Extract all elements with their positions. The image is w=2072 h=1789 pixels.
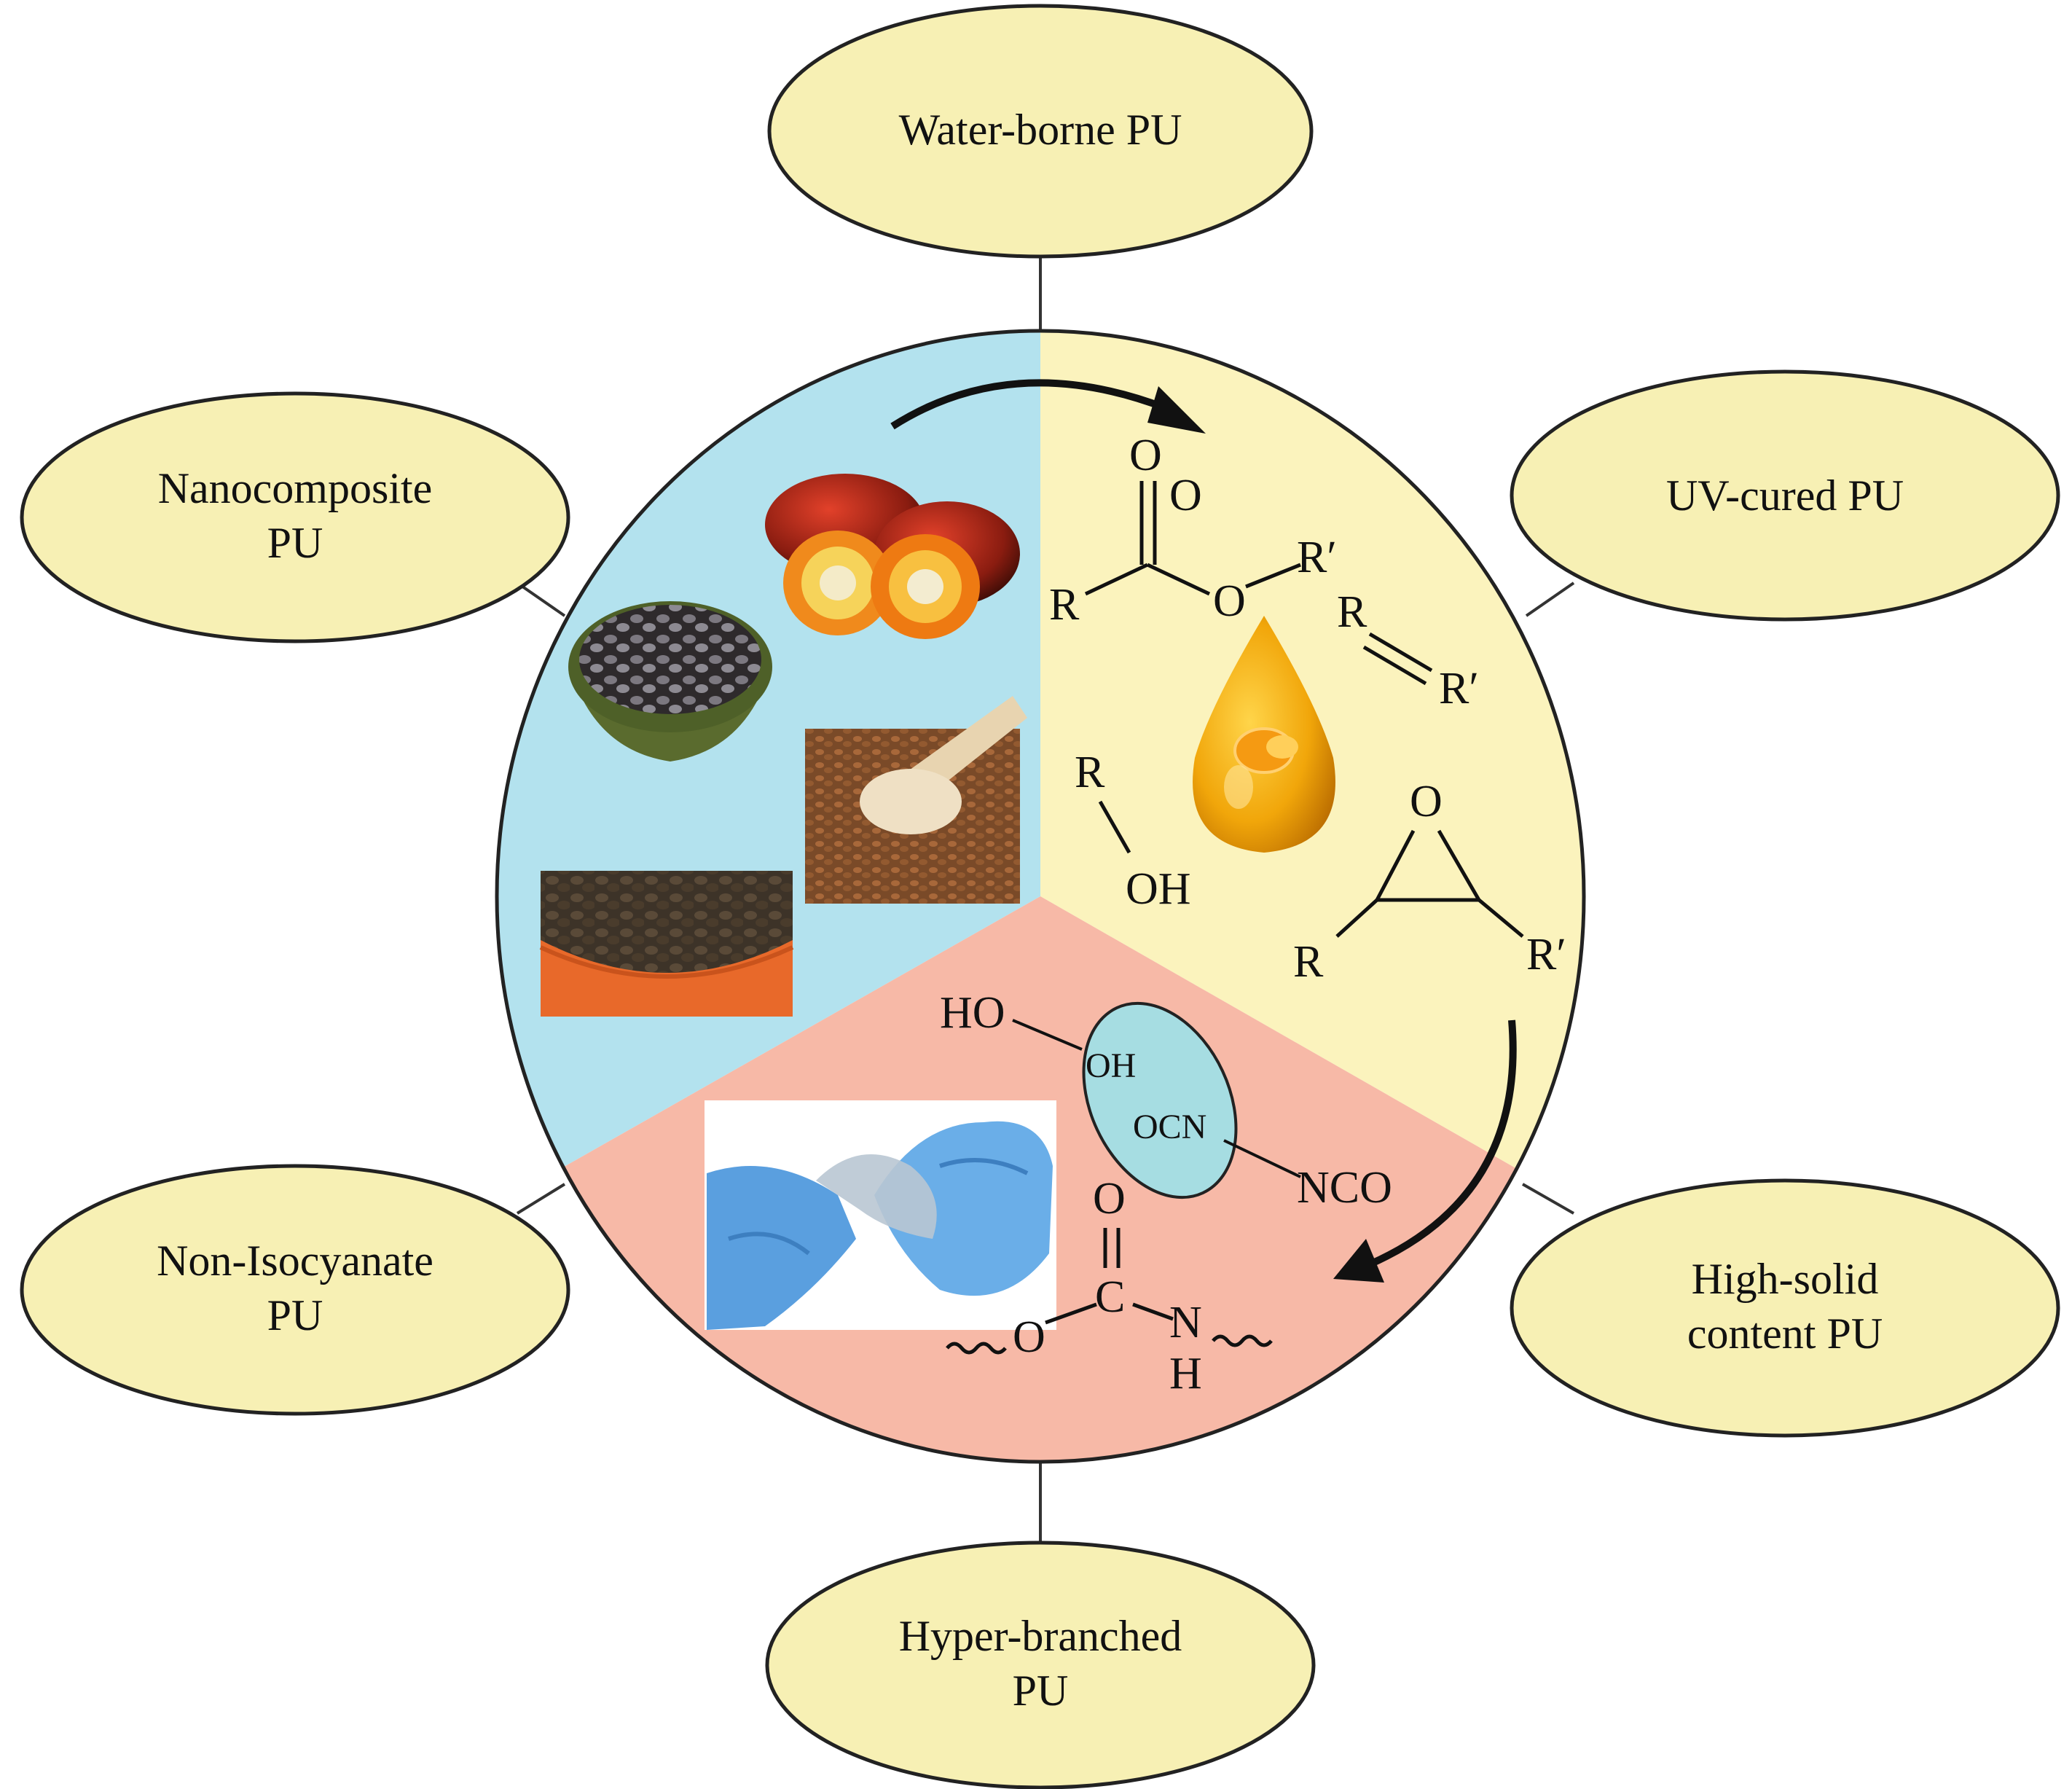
polyol-isocyanate-structure: HO OH OCN NCO	[940, 988, 1392, 1213]
polyol-ho: HO	[940, 988, 1005, 1038]
label-uv-cured: UV-cured PU	[1666, 471, 1904, 520]
alkene-r: R	[1337, 587, 1367, 637]
ester-structure: O O R O R′	[1049, 431, 1337, 630]
epoxide-structure: O R R′	[1293, 777, 1566, 987]
connector-right-bottom	[1522, 1183, 1574, 1215]
alkene-structure: R R′	[1337, 587, 1479, 713]
ester-r-prime: R′	[1297, 533, 1337, 582]
ester-o-right: O	[1169, 471, 1202, 520]
epoxide-o: O	[1410, 777, 1443, 826]
connector-right-top	[1525, 582, 1575, 617]
arrow-right	[1367, 1019, 1517, 1268]
epoxide-r: R	[1293, 937, 1324, 987]
arrow-right-head	[1333, 1239, 1384, 1283]
gloved-hands-film-image	[705, 1100, 1056, 1330]
label-non-isocyanate-line1: Non-Isocyanate	[157, 1237, 433, 1285]
arrow-top-head	[1147, 386, 1206, 434]
connector-lines	[516, 255, 1575, 1541]
urethane-o-left: O	[1013, 1312, 1045, 1362]
polyol-oh: OH	[1086, 1046, 1136, 1085]
polyol-ocn: OCN	[1133, 1108, 1206, 1146]
urethane-c: C	[1095, 1272, 1125, 1322]
palm-fruit-image	[765, 474, 1020, 639]
ellipse-water-borne: Water-borne PU	[767, 4, 1314, 259]
urethane-o: O	[1093, 1174, 1126, 1224]
ellipse-nanocomposite: Nanocomposite PU	[20, 391, 570, 643]
oil-drop-image	[1193, 616, 1335, 853]
label-high-solid-line2: content PU	[1687, 1310, 1883, 1358]
alcohol-structure: R OH	[1075, 748, 1191, 914]
urethane-n: N	[1169, 1298, 1202, 1347]
ester-r: R	[1049, 580, 1080, 630]
ellipse-hyper-branched: Hyper-branched PU	[765, 1541, 1316, 1789]
polyol-isocyanate-ellipse	[1082, 1001, 1238, 1199]
flax-seed-pile-image	[805, 696, 1027, 904]
ellipse-uv-cured: UV-cured PU	[1510, 369, 2060, 622]
label-hyper-branched-line1: Hyper-branched	[899, 1612, 1182, 1660]
label-hyper-branched-line2: PU	[1013, 1667, 1069, 1715]
ester-o-bridge: O	[1213, 576, 1246, 626]
ellipse-high-solid: High-solid content PU	[1510, 1178, 2060, 1438]
alcohol-oh: OH	[1126, 864, 1191, 914]
urethane-structure: O C O N H	[946, 1174, 1273, 1398]
ellipse-non-isocyanate: Non-Isocyanate PU	[20, 1164, 570, 1416]
label-non-isocyanate-line2: PU	[267, 1291, 323, 1339]
label-high-solid-line1: High-solid	[1692, 1255, 1879, 1303]
dark-seed-basket-image	[539, 871, 794, 1017]
process-arrows	[890, 379, 1517, 1268]
central-circle-outline	[495, 329, 1586, 1464]
alkene-r-prime: R′	[1439, 664, 1479, 713]
sunflower-seed-bowl-image	[568, 601, 772, 762]
polyol-nco: NCO	[1297, 1163, 1392, 1213]
arrow-top	[890, 379, 1167, 430]
label-water-borne: Water-borne PU	[899, 106, 1182, 154]
connector-left-bottom	[516, 1183, 566, 1215]
connector-left-top	[516, 582, 566, 617]
epoxide-r-prime: R′	[1526, 930, 1566, 979]
ester-o-top: O	[1129, 431, 1162, 480]
urethane-h: H	[1169, 1349, 1202, 1398]
urethane-right-wave	[1212, 1334, 1273, 1347]
urethane-left-wave	[946, 1342, 1007, 1355]
label-nanocomposite-line2: PU	[267, 519, 323, 567]
alcohol-r: R	[1075, 748, 1105, 797]
label-nanocomposite-line1: Nanocomposite	[158, 464, 433, 512]
